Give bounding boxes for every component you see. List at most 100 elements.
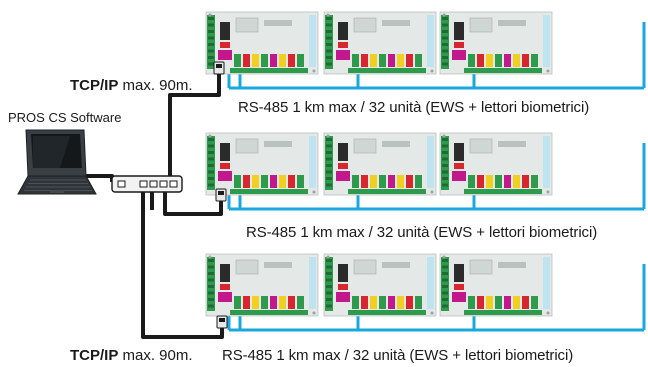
mount-hole <box>442 134 446 138</box>
terminal-strip-right <box>427 136 434 188</box>
mount-hole <box>208 255 212 259</box>
terminal-block <box>279 296 286 309</box>
mount-hole <box>208 134 212 138</box>
terminal-screw <box>326 259 332 262</box>
terminal-block <box>279 175 286 188</box>
relay <box>220 143 230 161</box>
terminal-block <box>495 296 502 309</box>
controller-board-icon <box>439 253 553 317</box>
terminal-screw <box>442 272 448 275</box>
rs485-bus-row-2: RS-485 <box>246 224 297 241</box>
rs485-spec-row-2: 1 km max / 32 unità (EWS + lettori biome… <box>300 224 598 241</box>
rj45-contacts <box>219 318 225 322</box>
led-block <box>454 163 464 169</box>
terminal-screw <box>326 157 332 161</box>
tcp-protocol-top: TCP/IP <box>70 77 119 94</box>
rj45-connector-icon <box>215 188 227 202</box>
relay <box>454 22 464 40</box>
tcp-distance-bottom: max. 90m. <box>118 347 193 364</box>
terminal-strip-right <box>427 15 434 67</box>
terminal-screw <box>442 30 448 33</box>
terminal-magenta <box>452 50 466 60</box>
chip <box>264 262 292 268</box>
terminal-screw <box>442 56 448 59</box>
terminal-magenta <box>336 292 350 302</box>
relay <box>454 143 464 161</box>
terminal-screw <box>326 56 332 59</box>
terminal-screw <box>208 138 214 141</box>
terminal-block <box>297 54 304 67</box>
terminal-magenta <box>218 292 232 302</box>
terminal-block <box>406 54 413 67</box>
mount-hole <box>430 190 434 194</box>
terminal-block <box>415 54 422 67</box>
terminal-screw <box>326 291 332 295</box>
terminal-strip-bottom <box>464 310 542 315</box>
rj45-contacts <box>218 191 224 195</box>
terminal-block <box>252 175 259 188</box>
tcp-label-top: TCP/IP max. 90m. <box>70 77 193 94</box>
terminal-block <box>261 175 268 188</box>
controller-board-icon <box>205 253 319 317</box>
terminal-block <box>270 54 277 67</box>
terminal-screw <box>442 291 448 295</box>
chip <box>382 262 410 268</box>
terminal-screw <box>442 259 448 262</box>
mount-hole <box>430 69 434 73</box>
terminal-screw <box>326 170 332 174</box>
terminal-screw <box>442 62 448 66</box>
terminal-block <box>370 296 377 309</box>
led-block <box>454 42 464 48</box>
tcp-protocol-bottom: TCP/IP <box>70 347 119 364</box>
terminal-screw <box>326 278 332 282</box>
tcp-label-bottom: TCP/IP max. 90m. <box>70 347 193 364</box>
terminal-screw <box>208 23 214 27</box>
terminal-block <box>270 296 277 309</box>
terminal-block <box>477 296 484 309</box>
terminal-screw <box>208 304 214 308</box>
terminal-strip-left <box>207 257 215 311</box>
terminal-block <box>379 296 386 309</box>
chip <box>264 20 292 26</box>
rs485-bus-row-1: RS-485 <box>238 99 289 116</box>
terminal-magenta <box>452 292 466 302</box>
controller-board-icon <box>323 11 437 75</box>
terminal-magenta <box>452 171 466 181</box>
relay <box>220 22 230 40</box>
terminal-block <box>352 296 359 309</box>
terminal-strip-right <box>309 15 316 67</box>
terminal-screw <box>326 285 332 288</box>
terminal-block <box>406 296 413 309</box>
mount-hole <box>546 190 550 194</box>
laptop-touchpad <box>50 190 64 193</box>
controller-board-icon <box>323 132 437 196</box>
rj45-contacts <box>216 64 222 68</box>
rs485-label-row-2: RS-485 1 km max / 32 unità (EWS + lettor… <box>246 224 597 241</box>
mount-hole <box>312 190 316 194</box>
terminal-screw <box>208 49 214 53</box>
mount-hole <box>546 311 550 315</box>
terminal-block <box>513 175 520 188</box>
terminal-block <box>361 296 368 309</box>
terminal-block <box>406 175 413 188</box>
switch-port <box>169 180 178 188</box>
terminal-block <box>477 175 484 188</box>
led-block <box>338 42 348 48</box>
terminal-screw <box>208 30 214 33</box>
terminal-strip-left <box>207 15 215 69</box>
tcpip-cable-row-2 <box>163 192 223 216</box>
terminal-screw <box>442 157 448 161</box>
terminal-block <box>279 54 286 67</box>
terminal-block <box>361 175 368 188</box>
laptop-screen-glare <box>33 136 70 168</box>
terminal-screw <box>326 298 332 301</box>
terminal-block <box>297 175 304 188</box>
terminal-block <box>504 175 511 188</box>
terminal-block <box>468 54 475 67</box>
controller-board-icon <box>323 253 437 317</box>
mount-hole <box>430 311 434 315</box>
terminal-block <box>495 175 502 188</box>
terminal-strip-bottom <box>348 189 426 194</box>
terminal-strip-left <box>325 136 333 190</box>
terminal-block <box>531 175 538 188</box>
